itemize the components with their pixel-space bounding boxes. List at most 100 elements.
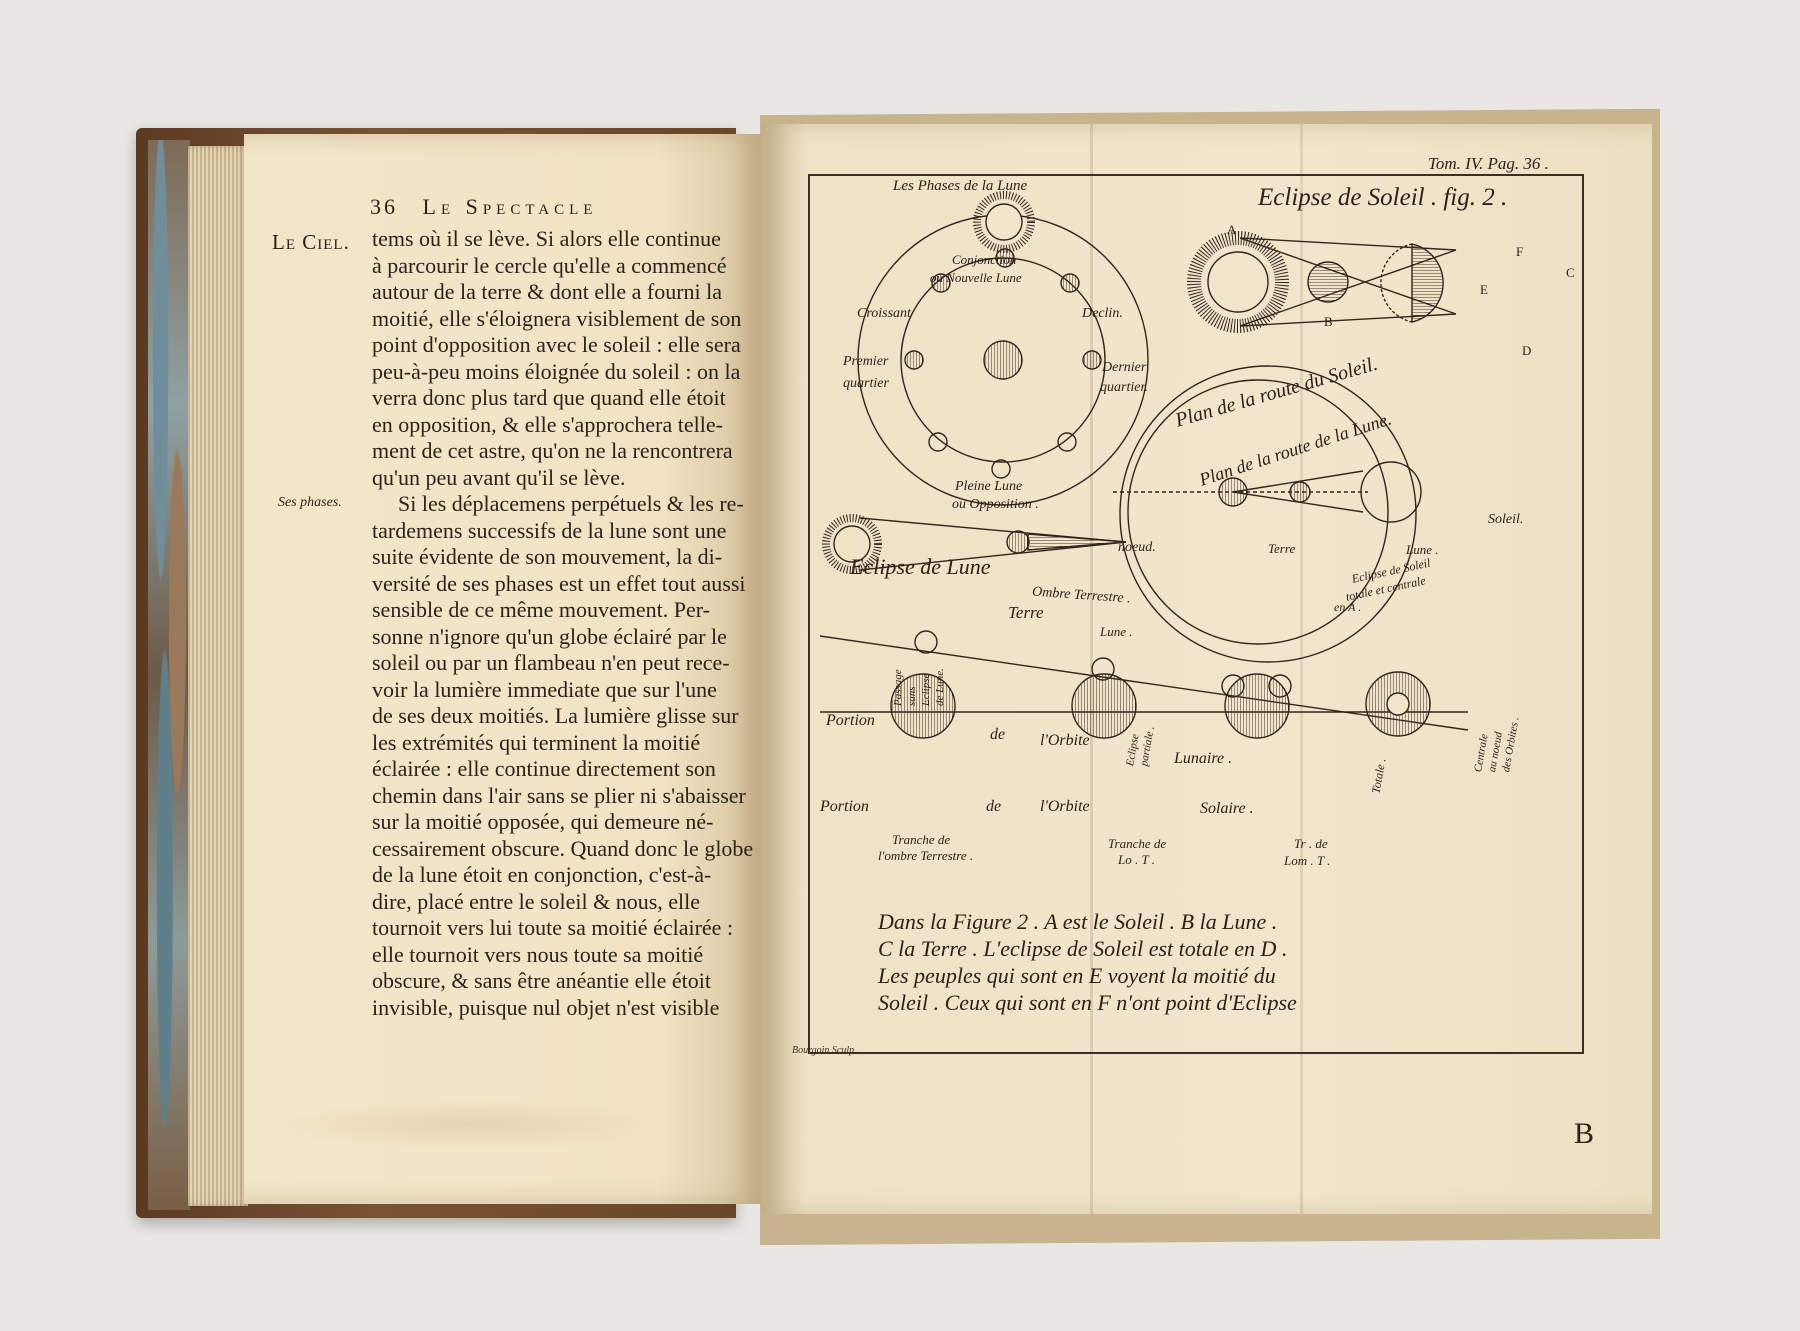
plate-letter: F <box>1516 244 1524 259</box>
plate-title: Eclipse de Soleil . fig. 2 . <box>1258 184 1508 211</box>
text-line: elle tournoit vers nous toute sa moitié <box>372 941 704 967</box>
page-edges <box>188 146 248 1206</box>
plate-label: Declin. <box>1082 306 1123 321</box>
plate-label: de <box>986 798 1002 815</box>
plate-label: Tr . de <box>1294 836 1328 851</box>
text-line: cessairement obscure. Quand donc le glob… <box>372 835 754 861</box>
plate-letter: E <box>1480 282 1488 297</box>
plate-label: Terre <box>1268 541 1296 556</box>
plate-label: en A . <box>1334 600 1362 614</box>
plate-label: Conjonction <box>952 252 1017 267</box>
text-line: soleil ou par un flambeau n'en peut rece… <box>372 650 730 675</box>
plate-label: Dernier <box>1102 360 1147 375</box>
engraver-credit: Bourgoin Sculp . <box>792 1045 860 1056</box>
plate-border <box>808 174 1584 1054</box>
plate-label: quartier. <box>1100 380 1148 395</box>
margin-note: Ses phases. <box>278 495 342 510</box>
text-line: peu-à-peu moins éloignée du soleil : on … <box>372 358 741 384</box>
plate-label: Lunaire . <box>1174 750 1233 767</box>
plate-label: l'Orbite <box>1040 798 1090 815</box>
text-line: ment de cet astre, qu'on ne la rencontre… <box>372 438 733 463</box>
plate-letter: D <box>1522 343 1532 358</box>
plate-label: Portion <box>826 712 875 729</box>
plate-label: noeud. <box>1118 540 1156 555</box>
sun-icon <box>1187 231 1289 333</box>
orbit-portions-diagram <box>819 630 1469 739</box>
text-line: sonne n'ignore qu'un globe éclairé par l… <box>372 623 727 649</box>
plate-label: l'ombre Terrestre . <box>878 848 974 863</box>
plate-label: Portion <box>820 798 869 815</box>
text-line: autour de la terre & dont elle a fourni … <box>372 279 723 304</box>
plate-label: Passage <box>892 669 904 706</box>
text-line: qu'un peu avant qu'il se lève. <box>372 464 626 490</box>
caption-line: Dans la Figure 2 . A est le Soleil . B l… <box>878 909 1278 934</box>
text-line: point d'opposition avec le soleil : elle… <box>372 332 741 357</box>
text-line: éclairée : elle continue directement son <box>372 756 716 781</box>
plate-label: Les Phases de la Lune <box>893 178 1028 194</box>
plate-label: de Lune. <box>934 668 946 706</box>
running-head: 36 Le Spectacle <box>370 194 690 220</box>
plate-label: Lom . T . <box>1284 853 1331 868</box>
text-line: de la lune étoit en conjonction, c'est-à… <box>372 862 712 887</box>
plate-label: Premier <box>843 354 889 369</box>
orbit-plane-diagram <box>1113 365 1422 663</box>
text-line: tardemens successifs de la lune sont une <box>372 517 727 543</box>
lunar-eclipse-diagram <box>822 514 1127 574</box>
solar-eclipse-diagram <box>1187 231 1457 333</box>
marbled-endpaper <box>148 140 190 1210</box>
running-title: Le Spectacle <box>422 194 598 219</box>
caption-line: Soleil . Ceux qui sont en F n'ont point … <box>878 990 1297 1015</box>
plate-fold-line <box>1300 124 1303 1214</box>
plate-letter: B <box>1324 314 1333 329</box>
signature-mark: B <box>1574 1117 1595 1150</box>
plate-label: Soleil. <box>1488 512 1524 527</box>
moon-phases-diagram <box>857 191 1149 506</box>
plate-label: ou Nouvelle Lune <box>930 270 1022 285</box>
page-stain <box>270 1100 670 1150</box>
page-number: 36 <box>370 194 398 219</box>
sun-icon <box>822 514 882 574</box>
plate-label: de <box>990 726 1006 743</box>
margin-section-title: Le Ciel. <box>272 230 350 254</box>
plate-label: Terre <box>1008 603 1044 622</box>
text-line: tournoit vers lui toute sa moitié éclair… <box>372 915 734 940</box>
plate-label: Lune . <box>1100 624 1133 639</box>
plate-label: Croissant <box>857 306 911 321</box>
plate-title: Eclipse de Lune <box>850 554 991 579</box>
text-line: sensible de ce même mouvement. Per- <box>372 597 711 622</box>
text-line: chemin dans l'air sans se plier ni s'aba… <box>372 782 746 808</box>
text-line: les extrémités qui terminent la moitié <box>372 729 701 755</box>
plate-letter: A <box>1227 222 1237 237</box>
plate-label: Lune . <box>1406 542 1439 557</box>
plate-label: Lo . T . <box>1118 852 1155 867</box>
text-line: obscure, & sans être anéantie elle étoit <box>372 968 712 993</box>
text-line: tems où il se lève. Si alors elle contin… <box>372 226 721 251</box>
plate-label: l'Orbite <box>1040 732 1090 749</box>
plate-reference: Tom. IV. Pag. 36 . <box>1428 154 1549 173</box>
plate-label: Tranche de <box>892 832 951 847</box>
caption-line: C la Terre . L'eclipse de Soleil est tot… <box>878 936 1288 961</box>
plate-label: Eclipse <box>920 673 932 706</box>
text-line: en opposition, & elle s'approchera telle… <box>372 411 723 437</box>
left-page <box>244 134 762 1204</box>
text-line: de ses deux moitiés. La lumière glisse s… <box>372 703 739 728</box>
plate-label: quartier <box>843 376 889 391</box>
plate-label: sans <box>906 686 918 706</box>
plate-label: ou Opposition . <box>952 497 1039 512</box>
text-line: verra donc plus tard que quand elle étoi… <box>372 385 726 410</box>
text-line: suite évidente de son mouvement, la di- <box>372 544 723 569</box>
text-line: dire, placé entre le soleil & nous, elle <box>372 888 701 914</box>
text-line: moitié, elle s'éloignera visiblement de … <box>372 305 742 331</box>
text-line: voir la lumière immediate que sur l'une <box>372 676 717 702</box>
right-page-plate <box>762 124 1652 1214</box>
plate-label: Pleine Lune <box>955 479 1023 494</box>
astronomical-engraving <box>819 191 1469 739</box>
text-line: sur la moitié opposée, qui demeure né- <box>372 809 714 834</box>
caption-line: Les peuples qui sont en E voyent la moit… <box>878 963 1276 988</box>
body-text: tems où il se lève. Si alors elle contin… <box>372 226 764 1021</box>
text-line: Si les déplacemens perpétuels & les re- <box>398 491 744 516</box>
text-line: invisible, puisque nul objet n'est visib… <box>372 994 720 1020</box>
plate-label: Tranche de <box>1108 836 1167 851</box>
plate-label: Solaire . <box>1200 800 1254 817</box>
